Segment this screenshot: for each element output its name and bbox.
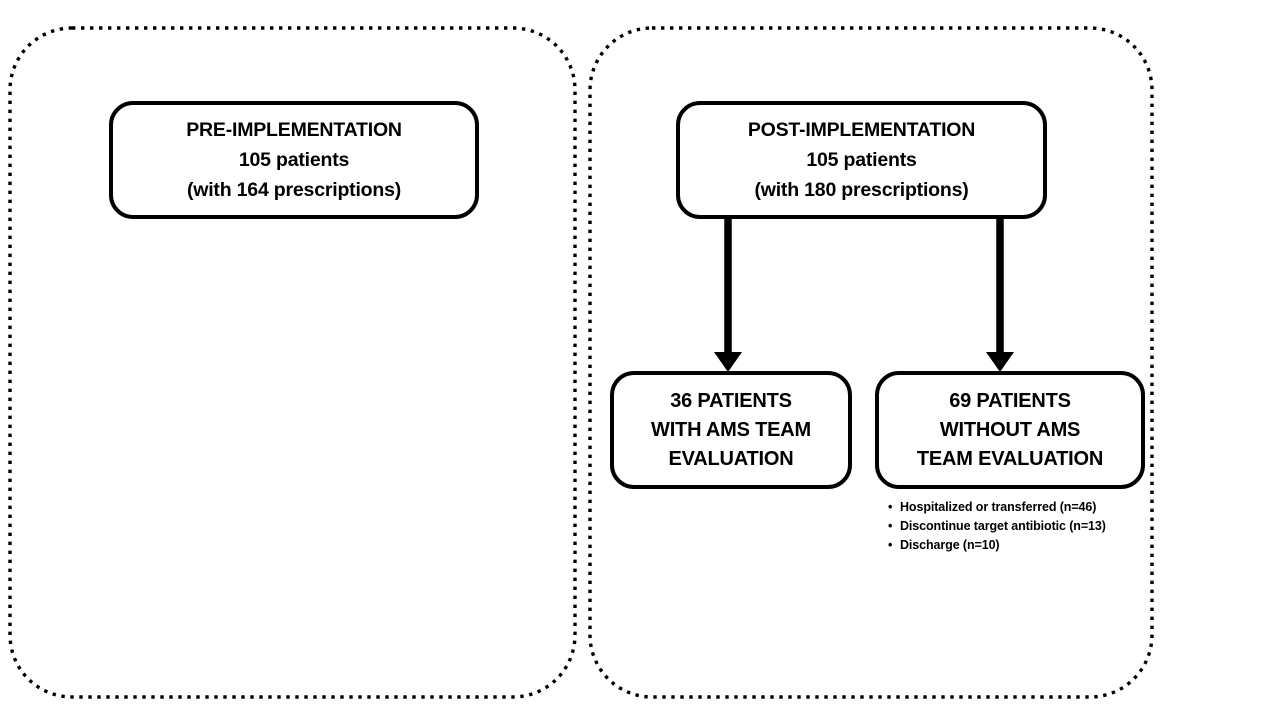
post-box-line-1: POST-IMPLEMENTATION	[747, 118, 976, 141]
pre-box-line-1: PRE-IMPLEMENTATION	[186, 118, 402, 141]
note-item-label: Discontinue target antibiotic (n=13)	[900, 518, 1106, 533]
pre-implementation-group-border	[8, 26, 577, 699]
note-item-label: Hospitalized or transferred (n=46)	[900, 500, 1097, 514]
bullet-icon: •	[888, 518, 893, 533]
note-item: • Discontinue target antibiotic (n=13)	[888, 517, 1168, 536]
pre-implementation-box	[109, 101, 479, 219]
without-ams-outcome-notes: • Hospitalized or transferred (n=46) • Dis…	[888, 498, 1168, 554]
without-ams-evaluation-box	[875, 371, 1145, 489]
pre-box-line-2: 105 patients	[238, 148, 350, 171]
post-implementation-group-border	[588, 26, 1154, 699]
without-ams-evaluation-label: 69 PATIENTS WITHOUT AMS TEAM EVALUATION	[877, 373, 1143, 487]
with-ams-evaluation-box	[610, 371, 852, 489]
pre-box-line-3: (with 164 prescriptions)	[186, 179, 402, 202]
with-ams-line-1: 36 PATIENTS	[670, 389, 792, 412]
note-item-label: Discharge (n=10)	[900, 537, 1000, 552]
arrow-post-to-with-ams	[714, 217, 742, 372]
post-box-line-2: 105 patients	[806, 148, 917, 171]
without-ams-line-1: 69 PATIENTS	[949, 389, 1071, 412]
with-ams-line-3: EVALUATION	[668, 447, 794, 470]
post-implementation-box	[676, 101, 1047, 219]
arrow-post-to-without-ams	[986, 217, 1014, 372]
without-ams-line-3: TEAM EVALUATION	[916, 447, 1104, 470]
post-box-line-3: (with 180 prescriptions)	[754, 179, 969, 202]
pre-implementation-box-label: PRE-IMPLEMENTATION 105 patients (with 16…	[111, 103, 477, 217]
without-ams-line-2: WITHOUT AMS	[939, 418, 1081, 441]
with-ams-line-2: WITH AMS TEAM	[651, 418, 811, 441]
note-item: • Discharge (n=10)	[888, 536, 1168, 555]
bullet-icon: •	[888, 537, 893, 552]
with-ams-evaluation-label: 36 PATIENTS WITH AMS TEAM EVALUATION	[612, 373, 850, 487]
post-implementation-box-label: POST-IMPLEMENTATION 105 patients (with 1…	[678, 103, 1045, 217]
bullet-icon: •	[888, 500, 893, 514]
note-item: • Hospitalized or transferred (n=46)	[888, 498, 1168, 517]
